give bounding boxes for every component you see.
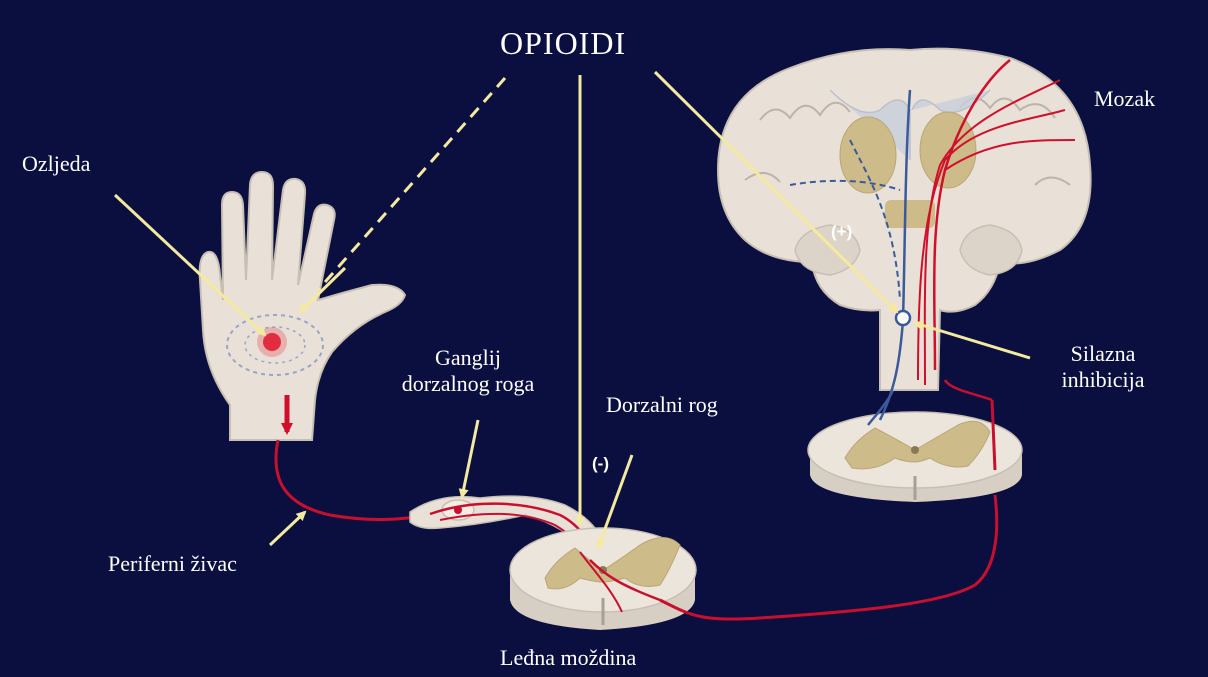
silazna-label-line2: inhibicija	[1038, 367, 1168, 393]
hand-shape	[200, 172, 405, 440]
ganglij-label-line2: dorzalnog roga	[378, 371, 558, 397]
minus-sign-label: (-)	[592, 454, 609, 474]
dorzalni-rog-label: Dorzalni rog	[606, 392, 718, 418]
ascending-pathway	[660, 495, 997, 619]
spinal-cord-section-lower	[510, 528, 696, 630]
ganglij-arrow	[462, 420, 478, 497]
periferni-arrow	[270, 512, 305, 545]
ledna-mozdina-label: Leđna moždina	[500, 645, 636, 671]
mozak-label: Mozak	[1094, 86, 1155, 112]
thalamus-left	[840, 117, 896, 193]
ganglij-label-line1: Ganglij	[378, 345, 558, 371]
brain-illustration	[718, 49, 1091, 420]
opioidi-dashed-pointer	[318, 78, 505, 290]
silazna-label-line1: Silazna	[1038, 341, 1168, 367]
periferni-zivac-label: Periferni živac	[108, 551, 237, 577]
thalamus-right	[920, 112, 976, 188]
plus-sign-label: (+)	[831, 222, 852, 242]
descending-inhibition-node	[896, 311, 910, 325]
opioidi-label: OPIOIDI	[500, 30, 626, 56]
hand-illustration	[200, 172, 405, 440]
silazna-inhibicija-label: Silazna inhibicija	[1038, 341, 1168, 393]
ganglij-label: Ganglij dorzalnog roga	[378, 345, 558, 397]
ozljeda-label: Ozljeda	[22, 151, 90, 177]
